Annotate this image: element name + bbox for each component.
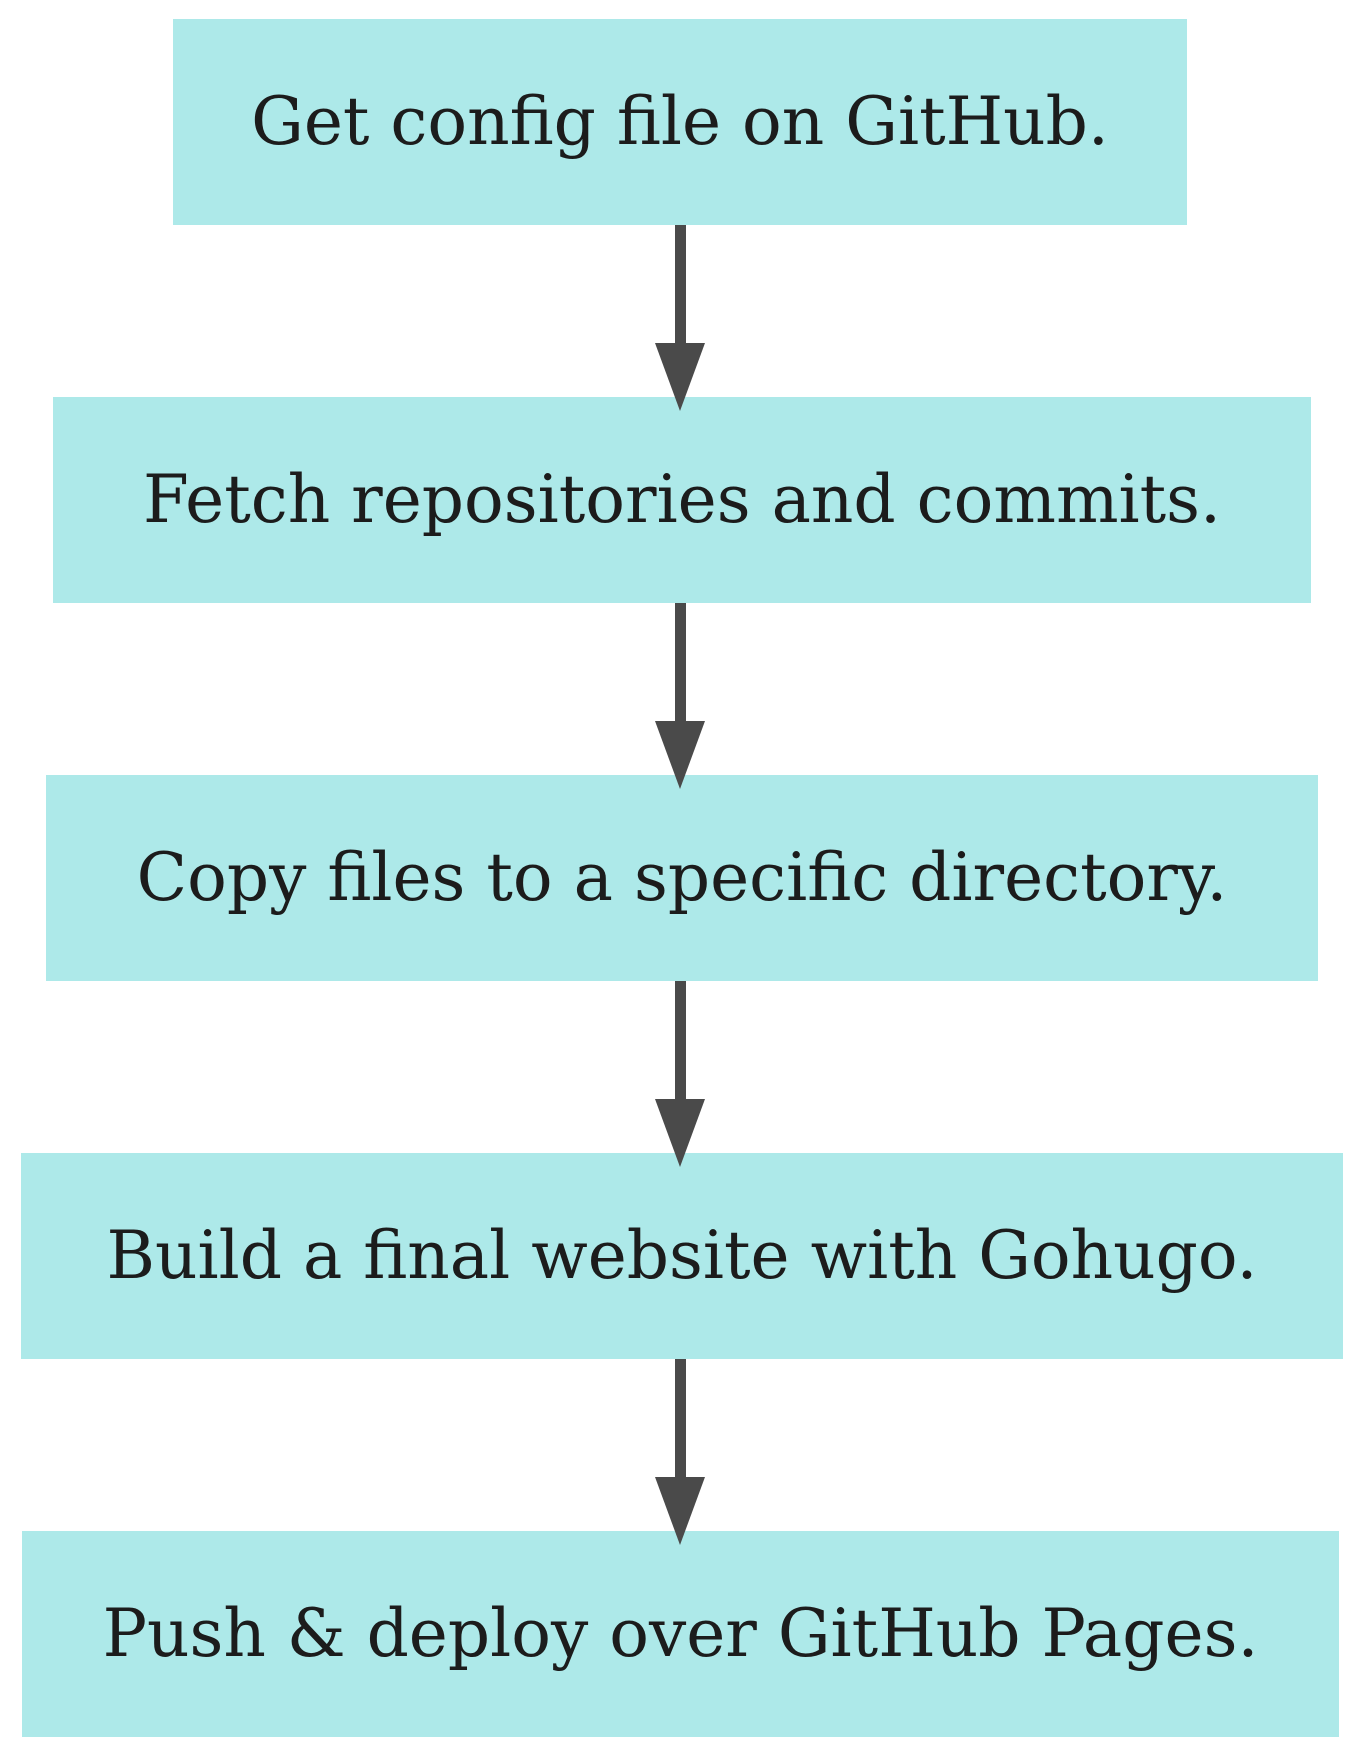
flow-node-build-site: Build a final website with Gohugo. [21,1153,1343,1359]
flow-node-copy-files: Copy files to a specific directory. [46,775,1318,981]
flow-node-push-deploy: Push & deploy over GitHub Pages. [22,1531,1339,1737]
flow-node-fetch-repos: Fetch repositories and commits. [53,397,1311,603]
arrow-down-icon [655,1359,705,1545]
flow-node-get-config: Get config file on GitHub. [173,19,1187,225]
arrow-head [655,1477,705,1545]
arrow-stem [674,603,686,721]
arrow-down-icon [655,981,705,1167]
arrow-down-icon [655,603,705,789]
arrow-head [655,343,705,411]
arrow-head [655,721,705,789]
arrow-stem [674,1359,686,1477]
arrow-stem [674,981,686,1099]
arrow-head [655,1099,705,1167]
arrow-stem [674,225,686,343]
arrow-down-icon [655,225,705,411]
